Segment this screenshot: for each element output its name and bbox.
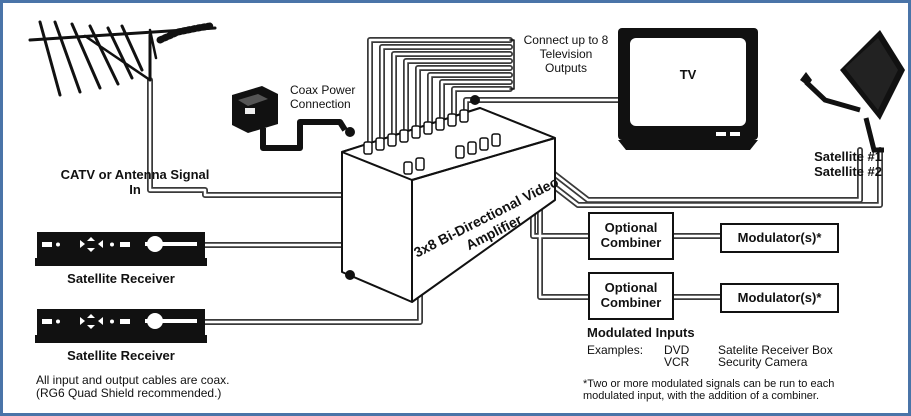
coax-power-label: Coax Power Connection bbox=[290, 83, 356, 111]
antenna-icon bbox=[28, 20, 217, 97]
receiver-1-label: Satellite Receiver bbox=[67, 271, 175, 286]
examples-label: Examples: bbox=[587, 343, 644, 357]
satellite-dish-icon bbox=[800, 30, 905, 153]
example-security-camera: Security Camera bbox=[718, 355, 808, 369]
tv-label: TV bbox=[679, 67, 697, 82]
tv-icon bbox=[618, 28, 758, 150]
connect-outputs-label: Connect up to 8 Television Outputs bbox=[523, 33, 609, 75]
antenna-label: CATV or Antenna Signal In bbox=[60, 167, 210, 197]
amplifier-icon bbox=[341, 107, 556, 303]
modulated-inputs-heading: Modulated Inputs bbox=[587, 325, 695, 340]
receiver-icon-1 bbox=[35, 232, 207, 266]
outputs-bracket bbox=[509, 39, 515, 90]
power-adapter-icon bbox=[232, 86, 348, 151]
amplifier-mount-hole bbox=[345, 270, 355, 280]
satellite-2-label: Satellite #2 bbox=[814, 164, 882, 179]
note-combiner-line2: modulated input, with the addition of a … bbox=[583, 390, 820, 402]
modulator-box-2: Modulator(s)* bbox=[720, 283, 839, 313]
example-satellite-box: Satelite Receiver Box bbox=[718, 343, 833, 357]
example-vcr: VCR bbox=[664, 355, 690, 369]
combiner-box-1: Optional Combiner bbox=[588, 212, 674, 260]
note-combiner-line1: *Two or more modulated signals can be ru… bbox=[583, 378, 835, 390]
modulator-box-1: Modulator(s)* bbox=[720, 223, 839, 253]
amplifier-ports bbox=[363, 109, 501, 175]
receiver-2-label: Satellite Receiver bbox=[67, 348, 175, 363]
amplifier-mount-hole bbox=[345, 127, 355, 137]
combiner-box-2: Optional Combiner bbox=[588, 272, 674, 320]
example-dvd: DVD bbox=[664, 343, 690, 357]
note-cables-line1: All input and output cables are coax. bbox=[36, 373, 230, 387]
receiver-icon-2 bbox=[35, 309, 207, 343]
note-cables-line2: (RG6 Quad Shield recommended.) bbox=[36, 386, 222, 400]
satellite-1-label: Satellite #1 bbox=[814, 149, 882, 164]
amplifier-mount-hole bbox=[470, 95, 480, 105]
